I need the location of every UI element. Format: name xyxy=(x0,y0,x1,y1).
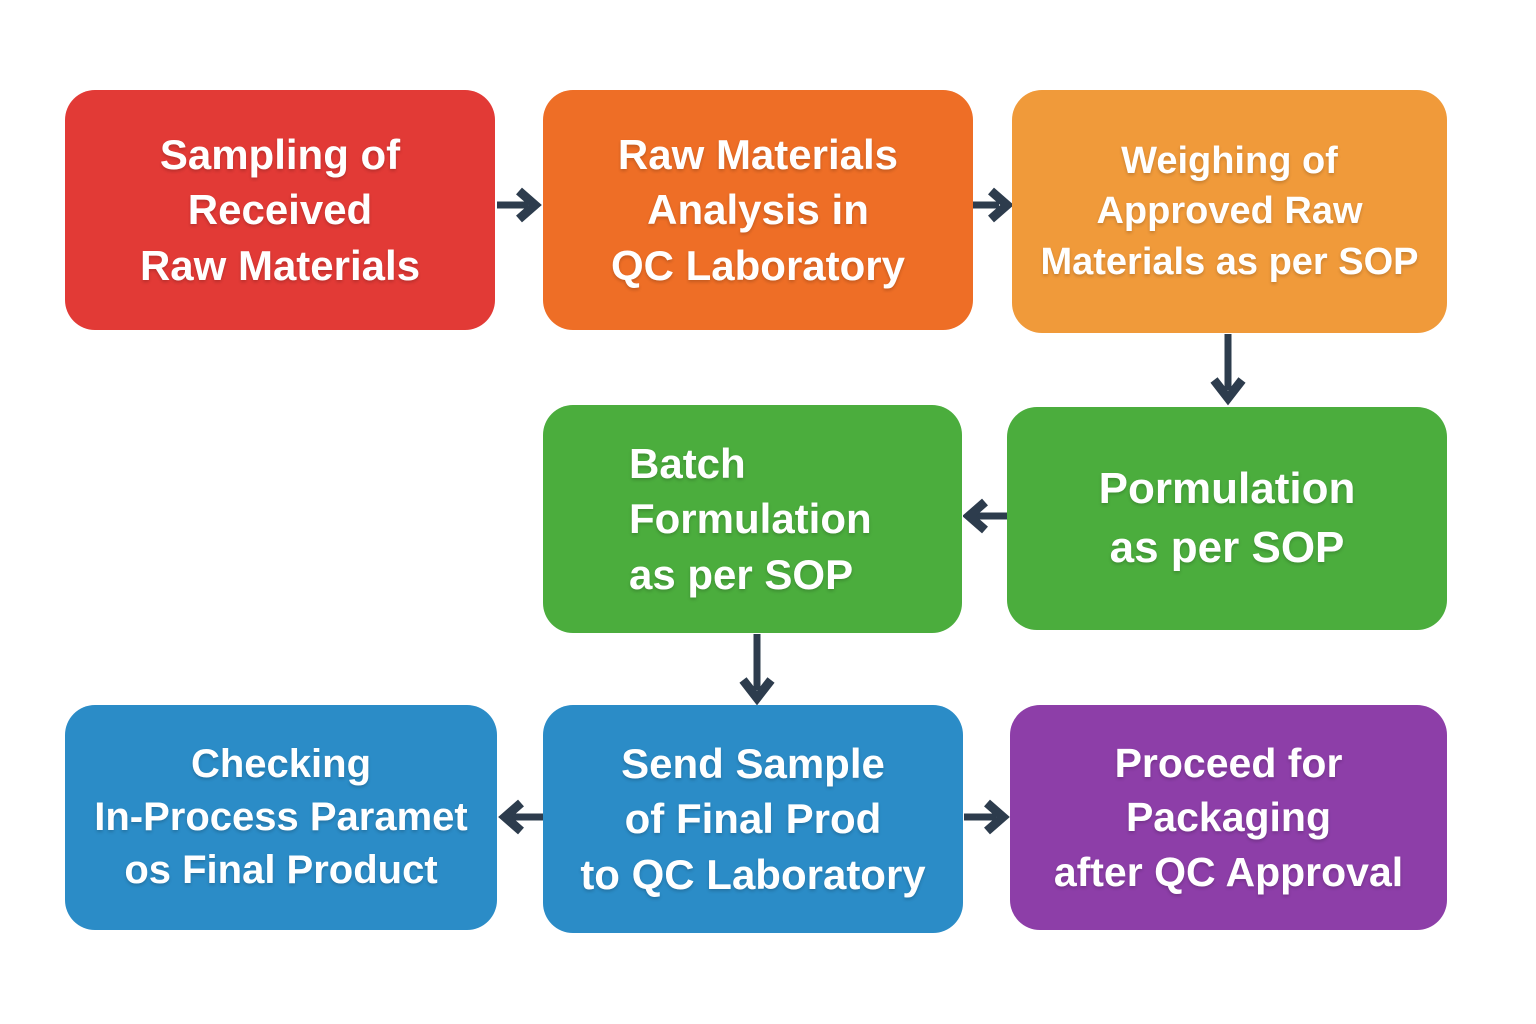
flow-step-formulation-label: Pormulation as per SOP xyxy=(1098,464,1356,572)
flow-step-batch-formulation-label: Batch Formulation as per SOP xyxy=(629,439,872,598)
flow-step-send-sample: Send Sample of Final Prod to QC Laborato… xyxy=(543,705,963,933)
arrow-down-icon xyxy=(1207,334,1249,406)
flow-step-checking: Checking In-Process Paramet os Final Pro… xyxy=(65,705,497,930)
flow-step-sampling: Sampling of Received Raw Materials xyxy=(65,90,495,330)
flow-step-packaging-label: Proceed for Packaging after QC Approval xyxy=(1053,740,1404,895)
flow-step-send-sample-label: Send Sample of Final Prod to QC Laborato… xyxy=(580,739,926,898)
arrow-right-icon xyxy=(495,184,543,226)
arrow-right-icon xyxy=(973,184,1013,226)
flow-step-packaging: Proceed for Packaging after QC Approval xyxy=(1010,705,1447,930)
arrow-left-icon xyxy=(498,796,544,838)
flow-step-weighing-label: Weighing of Approved Raw Materials as pe… xyxy=(1040,140,1419,283)
flow-step-raw-analysis-label: Raw Materials Analysis in QC Laboratory xyxy=(610,130,906,289)
flow-step-checking-label: Checking In-Process Paramet os Final Pro… xyxy=(94,742,468,892)
arrow-down-icon xyxy=(736,634,778,706)
arrow-left-icon xyxy=(963,495,1008,537)
flow-step-formulation: Pormulation as per SOP xyxy=(1007,407,1447,630)
flow-step-weighing: Weighing of Approved Raw Materials as pe… xyxy=(1012,90,1447,333)
flow-step-batch-formulation: Batch Formulation as per SOP xyxy=(543,405,962,633)
arrow-right-icon xyxy=(964,796,1010,838)
flow-step-raw-analysis: Raw Materials Analysis in QC Laboratory xyxy=(543,90,973,330)
flow-step-sampling-label: Sampling of Received Raw Materials xyxy=(139,130,421,289)
